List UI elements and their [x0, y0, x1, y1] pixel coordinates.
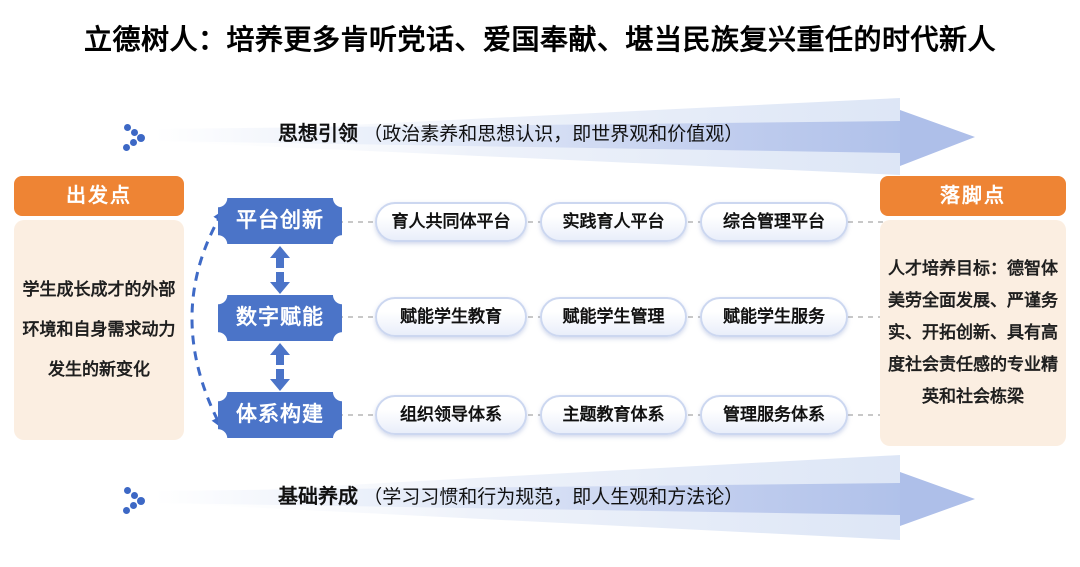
- page-title: 立德树人：培养更多肯听党话、爱国奉献、堪当民族复兴重任的时代新人: [83, 24, 996, 55]
- right-panel-body: 人才培养目标：德智体美劳全面发展、严谨务实、开拓创新、具有高度社会责任感的专业精…: [880, 220, 1066, 446]
- top-banner-description: （政治素养和思想认识，即世界观和价值观）: [363, 124, 744, 145]
- left-panel-body: 学生成长成才的外部环境和自身需求动力发生的新变化: [14, 220, 184, 440]
- right-panel-text: 人才培养目标：德智体美劳全面发展、严谨务实、开拓创新、具有高度社会责任感的专业精…: [888, 259, 1058, 406]
- bottom-banner-text: 基础养成 （学习习惯和行为规范，即人生观和方法论）: [278, 484, 743, 511]
- top-banner-arrow: [125, 98, 975, 175]
- dotted-chevron-icon: [121, 486, 145, 514]
- pill-item: 赋能学生教育: [375, 297, 527, 337]
- bottom-banner-label: 基础养成: [278, 486, 358, 508]
- bottom-banner-arrow: [125, 455, 975, 540]
- top-banner-text: 思想引领 （政治素养和思想认识，即世界观和价值观）: [278, 121, 743, 148]
- category-vertical-arrows: [270, 246, 290, 391]
- pill-item: 主题教育体系: [540, 395, 687, 435]
- pill-item: 管理服务体系: [700, 395, 848, 435]
- pill-item: 综合管理平台: [700, 202, 848, 242]
- pill-item: 赋能学生服务: [700, 297, 848, 337]
- top-banner-label: 思想引领: [278, 123, 358, 145]
- right-panel-header: 落脚点: [880, 176, 1066, 216]
- category-digital-empowerment: 数字赋能: [218, 295, 342, 341]
- pill-item: 实践育人平台: [540, 202, 687, 242]
- category-system-construction: 体系构建: [218, 392, 342, 438]
- left-panel-text: 学生成长成才的外部环境和自身需求动力发生的新变化: [22, 280, 176, 379]
- pill-item: 赋能学生管理: [540, 297, 687, 337]
- category-platform-innovation: 平台创新: [218, 198, 342, 244]
- bottom-banner-description: （学习习惯和行为规范，即人生观和方法论）: [363, 487, 744, 508]
- dotted-chevron-icon: [121, 123, 145, 151]
- pill-item: 育人共同体平台: [375, 202, 527, 242]
- left-panel-header: 出发点: [14, 176, 184, 216]
- pill-item: 组织领导体系: [375, 395, 527, 435]
